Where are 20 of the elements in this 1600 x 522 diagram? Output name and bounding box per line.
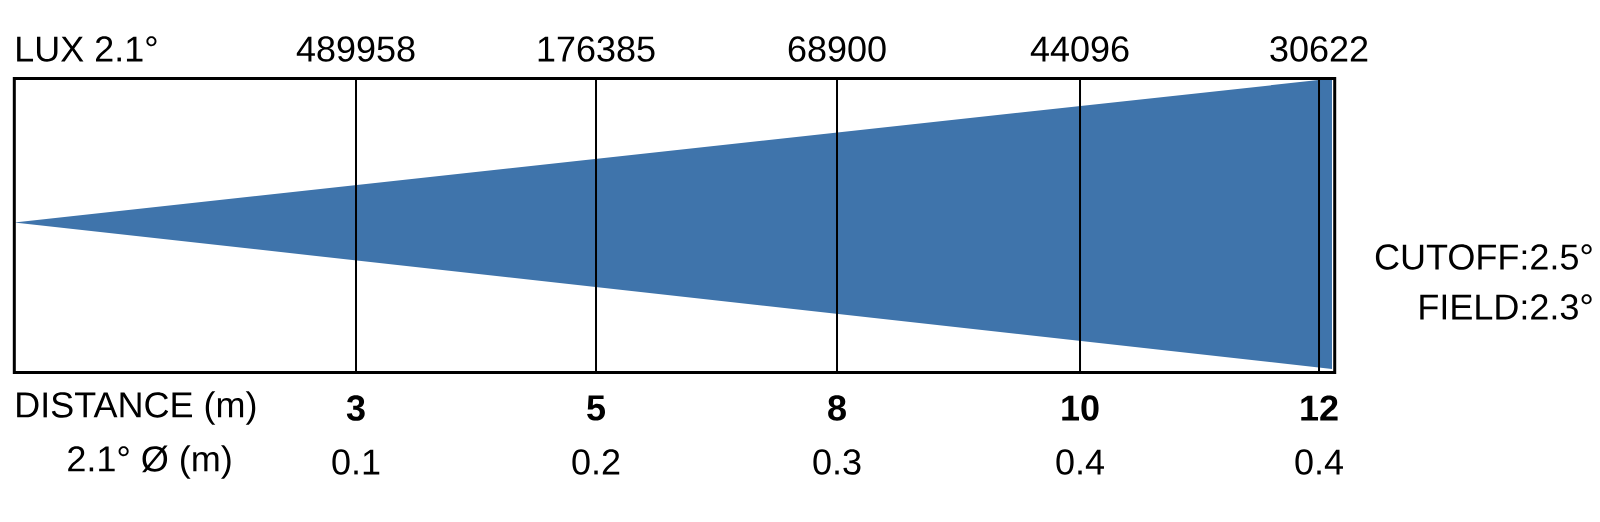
- lux-value: 489958: [296, 36, 415, 62]
- diameter-value: 0.3: [813, 449, 861, 475]
- distance-value: 8: [828, 395, 846, 421]
- diameter-value: 0.1: [332, 449, 380, 475]
- diameter-value: 0.4: [1056, 449, 1104, 475]
- diameter-value: 0.2: [572, 449, 620, 475]
- lux-value: 30622: [1270, 36, 1368, 62]
- lux-value: 68900: [788, 36, 886, 62]
- distance-value: 10: [1062, 395, 1099, 421]
- axis-title: 2.1° Ø (m): [68, 445, 231, 479]
- diameter-value: 0.4: [1295, 449, 1343, 475]
- lux-value: 176385: [538, 36, 655, 62]
- distance-value: 3: [346, 395, 365, 421]
- lux-value: 44096: [1030, 36, 1129, 62]
- angle-label: CUTOFF:2.5°: [1375, 244, 1592, 270]
- distance-value: 5: [587, 395, 605, 421]
- angle-label: FIELD:2.3°: [1420, 294, 1592, 320]
- axis-title: DISTANCE (m): [17, 391, 256, 425]
- axis-title: LUX 2.1°: [17, 36, 157, 62]
- distance-value: 12: [1301, 395, 1338, 421]
